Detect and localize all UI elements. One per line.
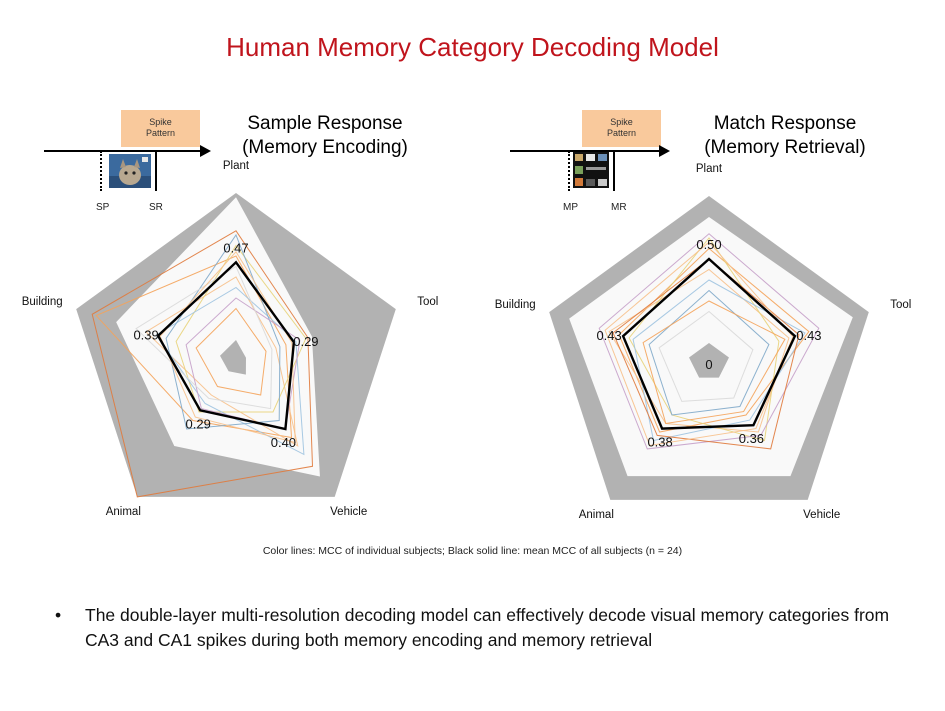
marker-label-end: SR	[149, 202, 163, 213]
slide-title: Human Memory Category Decoding Model	[226, 32, 719, 62]
marker-label-start: MP	[563, 202, 578, 213]
panel-title-encoding: Sample Response (Memory Encoding)	[205, 112, 445, 160]
radar-subject-line	[612, 258, 800, 450]
radar-axis-label: Plant	[223, 160, 250, 172]
radar-subject-line	[135, 265, 273, 410]
radar-value-label: 0.43	[796, 328, 821, 343]
timeline-arrowhead	[659, 145, 670, 157]
radar-value-label: 0.47	[223, 240, 248, 255]
stimulus-onset-marker	[568, 151, 570, 191]
panel-title-line1: Sample Response	[247, 113, 403, 134]
radar-axis-label: Vehicle	[330, 506, 367, 518]
radar-axis-label: Tool	[417, 296, 438, 308]
radar-range-band	[116, 197, 320, 477]
radar-value-label: 0.43	[596, 328, 621, 343]
radar-center-label: 0	[705, 357, 712, 372]
panel-retrieval: Match Response (Memory Retrieval) Spike …	[472, 100, 944, 540]
panel-title-line2: (Memory Encoding)	[242, 137, 408, 158]
radar-value-label: 0.29	[293, 334, 318, 349]
radar-axis-label: Building	[22, 296, 63, 308]
radar-subject-line	[598, 233, 820, 450]
category-image-grid-icon	[573, 152, 609, 188]
radar-value-label: 0.40	[271, 435, 296, 450]
chart-caption: Color lines: MCC of individual subjects;…	[262, 545, 683, 557]
radar-subject-line	[628, 237, 780, 442]
radar-value-label: 0.50	[696, 237, 721, 252]
timeline-arrowhead	[200, 145, 211, 157]
cat-photo-thumbnail	[109, 154, 151, 188]
spike-label-line2: Pattern	[606, 128, 637, 138]
spike-pattern-box: Spike Pattern	[121, 110, 200, 147]
radar-subject-line	[175, 244, 307, 413]
radar-value-label: 0.29	[186, 416, 211, 431]
panel-title-line2: (Memory Retrieval)	[704, 137, 866, 158]
spike-label-line1: Spike	[149, 117, 172, 127]
response-marker	[155, 151, 157, 191]
panel-title-retrieval: Match Response (Memory Retrieval)	[665, 112, 905, 160]
radar-subject-line	[632, 279, 806, 442]
marker-label-start: SP	[96, 202, 110, 213]
radar-axis-label: Plant	[696, 163, 723, 175]
spike-label-line1: Spike	[610, 117, 633, 127]
response-marker	[613, 151, 615, 191]
cat-photo-icon	[109, 154, 151, 188]
radar-value-label: 0.36	[739, 431, 764, 446]
timeline-axis	[510, 150, 660, 152]
bullet-marker: •	[55, 605, 62, 625]
stimulus-onset-marker	[100, 151, 102, 191]
category-image-grid-thumbnail	[573, 152, 609, 188]
bullet-text: The double-layer multi-resolution decodi…	[85, 605, 890, 650]
spike-label-line2: Pattern	[145, 128, 176, 138]
radar-subject-line	[91, 230, 314, 498]
radar-subject-line	[642, 300, 786, 425]
radar-axis-label: Building	[495, 299, 536, 311]
radar-value-label: 0.39	[133, 328, 158, 343]
radar-subject-line	[648, 289, 770, 416]
panel-title-line1: Match Response	[713, 113, 857, 134]
radar-axis-label: Animal	[106, 506, 141, 518]
marker-label-end: MR	[611, 202, 627, 213]
radar-range-band	[569, 217, 853, 477]
panel-encoding: Sample Response (Memory Encoding) Spike …	[0, 100, 472, 540]
radar-mean-line	[621, 257, 797, 430]
radar-axis-label: Tool	[890, 299, 911, 311]
radar-subject-line	[165, 233, 281, 430]
timeline-axis	[44, 150, 201, 152]
radar-axis-label: Animal	[579, 509, 614, 521]
radar-subject-line	[145, 276, 299, 447]
radar-axis-label: Vehicle	[803, 509, 840, 521]
spike-pattern-box: Spike Pattern	[582, 110, 661, 147]
radar-subject-line	[195, 307, 267, 396]
radar-mean-line	[156, 260, 296, 431]
radar-value-label: 0.38	[647, 435, 672, 450]
radar-subject-line	[658, 310, 754, 402]
